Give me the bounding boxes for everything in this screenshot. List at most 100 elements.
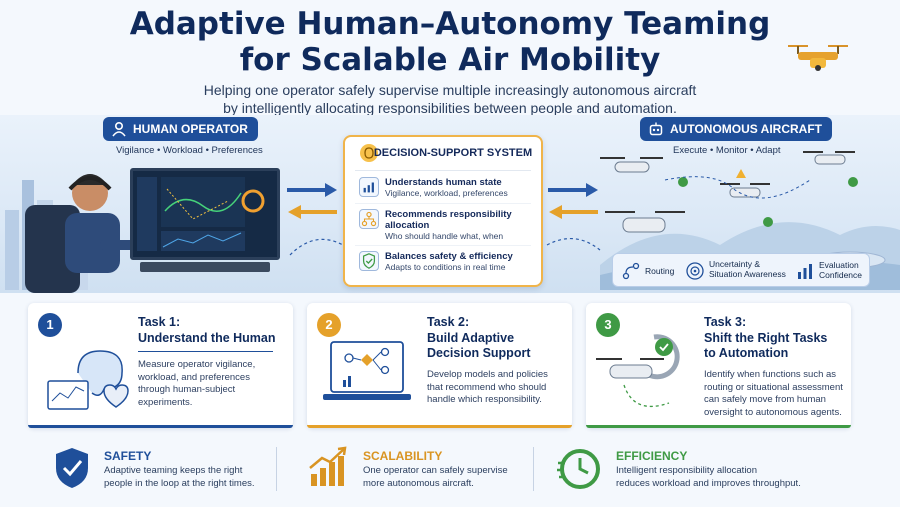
person-icon xyxy=(112,121,126,137)
human-operator-label: HUMAN OPERATOR xyxy=(103,117,258,141)
task-title-c: to Automation xyxy=(704,346,789,360)
desc-line: experiments. xyxy=(138,396,193,408)
dss-row-detail: Adapts to conditions in real time xyxy=(385,262,506,272)
divider xyxy=(533,447,534,491)
benefit-safety-desc: Adaptive teaming keeps the right people … xyxy=(104,465,255,490)
brain-monitor-illustration xyxy=(47,350,129,410)
divider xyxy=(355,170,531,171)
desc-line: Measure operator vigilance, xyxy=(138,359,256,370)
task-card-1: 1 Task 1: Understand the Human Measure o… xyxy=(28,303,293,428)
drone-icon xyxy=(788,45,848,71)
dss-row-heading: Balances safety & efficiency xyxy=(385,251,513,262)
benefit-efficiency-desc: Intelligent responsibility allocation re… xyxy=(616,465,801,490)
title-line-2: for Scalable Air Mobility xyxy=(239,42,661,78)
dashed-connector xyxy=(289,238,601,256)
divider xyxy=(276,447,277,491)
aircraft-4 xyxy=(605,211,685,233)
task-card-2: 2 Task 2: Build Adaptive Decision Suppor… xyxy=(307,303,572,428)
desc-line: Identify when functions such as xyxy=(704,369,837,380)
dss-row-heading: Understands human state xyxy=(385,177,502,188)
shield-check-icon xyxy=(56,448,88,488)
radar-icon xyxy=(686,262,704,280)
benefit-scalability-desc: One operator can safely supervise more a… xyxy=(363,465,508,490)
desc-line: workload, and preferences xyxy=(138,371,250,383)
bar-chart-icon xyxy=(798,264,812,279)
page-title: Adaptive Human–Autonomy Teaming for Scal… xyxy=(0,6,900,78)
aircraft-fleet xyxy=(600,151,858,233)
subtitle-line-2: by intelligently allocating responsibili… xyxy=(223,100,677,116)
task-number: 2 xyxy=(317,313,341,337)
desc-line: One operator can safely supervise xyxy=(363,465,508,476)
decision-support-title: DECISION-SUPPORT SYSTEM xyxy=(373,147,533,159)
task-title-b: Shift the Right Tasks xyxy=(704,331,828,345)
autonomous-aircraft-text: AUTONOMOUS AIRCRAFT xyxy=(670,122,822,136)
benefit-scalability-title: SCALABILITY xyxy=(363,449,443,463)
task-accent-bar xyxy=(28,425,293,428)
dss-row-heading: Recommends responsibility allocation xyxy=(385,209,512,231)
robot-icon xyxy=(649,122,663,136)
benefit-safety-title: SAFETY xyxy=(104,449,152,463)
task-title-a: Task 3: xyxy=(704,315,747,329)
desc-line: more autonomous aircraft. xyxy=(363,477,474,489)
desc-line: oversight to autonomous agents. xyxy=(704,406,842,418)
task-title-c: Decision Support xyxy=(427,346,531,360)
desc-line: that recommend who should xyxy=(427,381,547,393)
task-description: Measure operator vigilance, workload, an… xyxy=(138,359,255,409)
function-routing: Routing xyxy=(645,266,675,276)
page-subtitle: Helping one operator safely supervise mu… xyxy=(0,81,900,117)
route-icon xyxy=(622,262,640,280)
human-operator-text: HUMAN OPERATOR xyxy=(133,122,248,136)
task-title-a: Task 2: xyxy=(427,315,470,329)
task-description: Identify when functions such as routing … xyxy=(704,369,843,419)
task-number: 3 xyxy=(596,313,620,337)
desc-line: can safely move from human xyxy=(704,394,826,405)
function-uncertainty: Uncertainty & Situation Awareness xyxy=(709,259,786,279)
decision-support-card: DECISION-SUPPORT SYSTEM Understands huma… xyxy=(343,135,543,287)
operator-figure xyxy=(25,174,135,293)
function-evaluation: Evaluation Confidence xyxy=(819,260,863,280)
task-title-b: Build Adaptive xyxy=(427,331,515,345)
arrows-right xyxy=(548,183,598,219)
task-title-b: Understand the Human xyxy=(138,331,276,345)
desc-line: Develop models and policies xyxy=(427,369,548,380)
desc-line: through human-subject xyxy=(138,384,236,395)
desc-line: Intelligent responsibility allocation xyxy=(616,465,757,476)
desc-line: handle which responsibility. xyxy=(427,394,542,405)
desc-line: reduces workload and improves throughput… xyxy=(616,477,801,489)
aircraft-automation-illustration xyxy=(596,334,680,408)
autonomous-aircraft-label: AUTONOMOUS AIRCRAFT xyxy=(640,117,832,141)
desc-line: Adaptive teaming keeps the right xyxy=(104,465,243,476)
dss-row-detail: Who should handle what, when xyxy=(385,231,504,241)
task-card-3: 3 Task 3: Shift the Right Tasks to Autom… xyxy=(586,303,851,428)
divider xyxy=(355,245,531,246)
task-description: Develop models and policies that recomme… xyxy=(427,369,548,407)
task-number: 1 xyxy=(38,313,62,337)
divider xyxy=(355,203,531,204)
title-line-1: Adaptive Human–Autonomy Teaming xyxy=(129,6,771,42)
task-accent-bar xyxy=(586,425,851,428)
monitor-map xyxy=(137,177,265,251)
laptop-illustration xyxy=(323,341,411,400)
desc-line: people in the loop at the right times. xyxy=(104,477,255,489)
aircraft-3 xyxy=(803,151,855,165)
title-underline xyxy=(138,351,273,352)
desc-line: routing or situational assessment xyxy=(704,381,843,393)
chart-icon xyxy=(359,177,379,197)
autonomous-aircraft-attributes: Execute • Monitor • Adapt xyxy=(673,145,781,156)
human-operator-attributes: Vigilance • Workload • Preferences xyxy=(116,145,263,156)
aircraft-2 xyxy=(720,183,770,198)
function-chip-bar: Routing Uncertainty & Situation Awarenes… xyxy=(612,253,870,287)
subtitle-line-1: Helping one operator safely supervise mu… xyxy=(203,82,697,98)
task-accent-bar xyxy=(307,425,572,428)
clock-icon xyxy=(557,449,600,489)
growth-chart-icon xyxy=(309,446,347,486)
benefit-efficiency-title: EFFICIENCY xyxy=(616,449,688,463)
shield-check-icon xyxy=(359,251,379,271)
hierarchy-icon xyxy=(359,209,379,229)
operator-monitor xyxy=(130,168,280,260)
aircraft-1 xyxy=(600,157,663,173)
dss-row-detail: Vigilance, workload, preferences xyxy=(385,188,508,198)
brain-icon xyxy=(360,144,378,162)
task-title-a: Task 1: xyxy=(138,315,181,329)
keyboard xyxy=(140,262,270,272)
